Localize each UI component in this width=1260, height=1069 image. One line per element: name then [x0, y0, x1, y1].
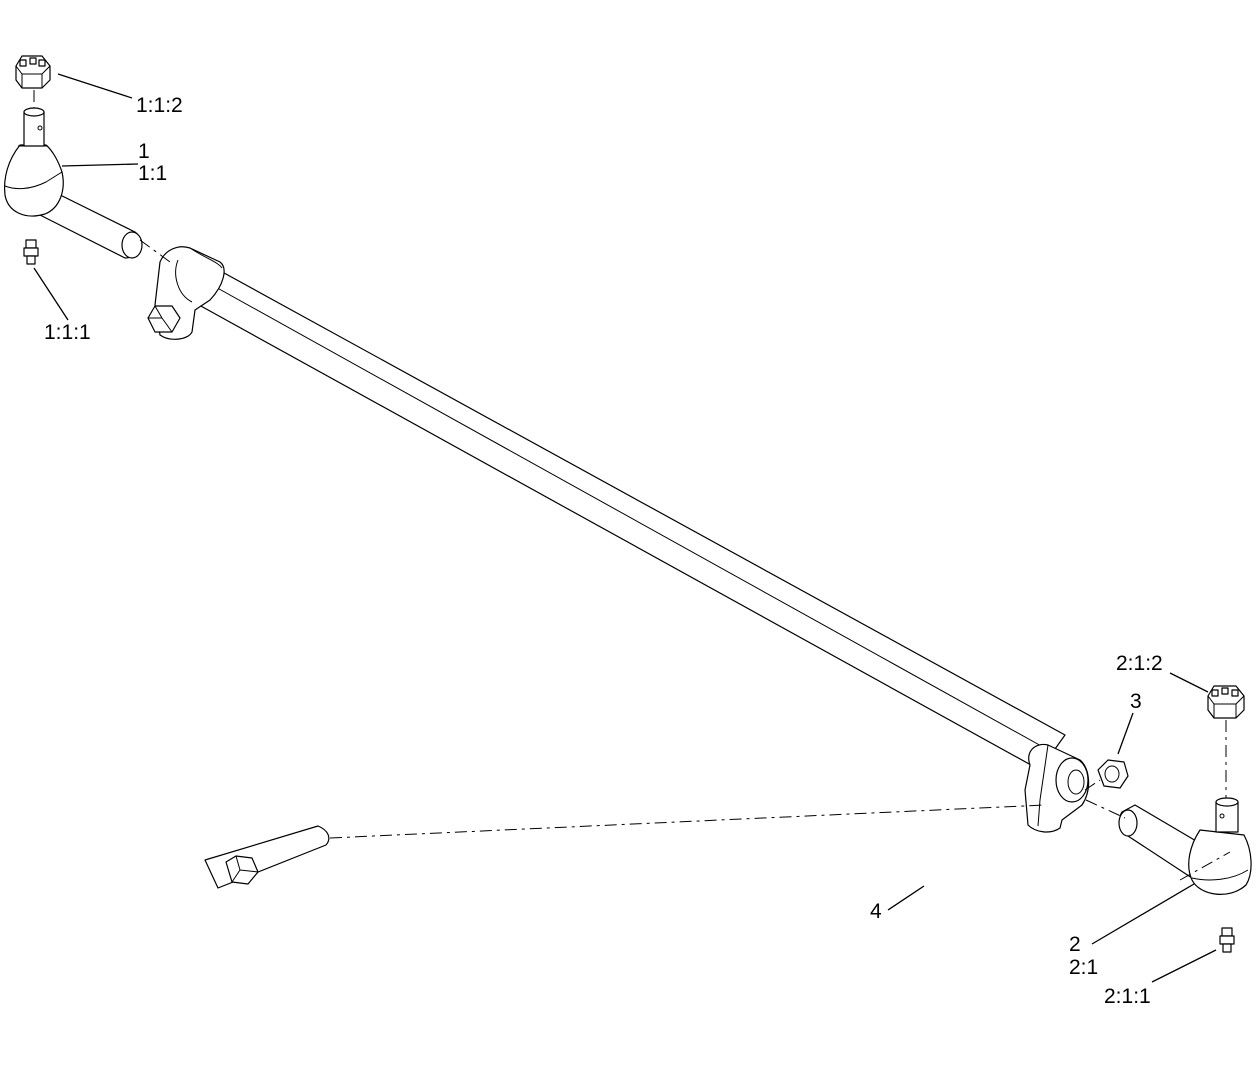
tie-rod-end-left: [3, 107, 143, 259]
tie-rod-end-right: [1118, 797, 1252, 895]
callout-3: 3: [1130, 690, 1142, 713]
callout-1-1-1: 1:1:1: [44, 321, 91, 344]
leader-lines: [33, 73, 1217, 983]
tie-rod-tube: [189, 267, 1066, 771]
callout-4: 4: [870, 900, 882, 923]
right-clamp: [1024, 743, 1090, 833]
callout-2: 2: [1069, 933, 1081, 956]
grease-fitting-right: [1219, 927, 1235, 953]
callout-2-1-2: 2:1:2: [1116, 652, 1163, 675]
callout-labels: 1:1:2 1 1:1 1:1:1 2:1:2 3 4 2 2:1 2:1:1: [44, 94, 1163, 1008]
castle-nut-top-left: [15, 55, 51, 89]
bolt: [204, 825, 330, 889]
callout-1: 1: [138, 140, 150, 163]
callout-1-1-2: 1:1:2: [136, 94, 183, 117]
grease-fitting-left: [23, 239, 39, 265]
callout-2-1: 2:1: [1069, 956, 1098, 979]
lock-nut: [1097, 759, 1129, 789]
callout-1-1: 1:1: [138, 162, 167, 185]
left-clamp: [147, 246, 225, 340]
assembly-centerlines: [33, 90, 1231, 881]
callout-2-1-1: 2:1:1: [1104, 985, 1151, 1008]
castle-nut-bottom-right: [1207, 685, 1245, 719]
